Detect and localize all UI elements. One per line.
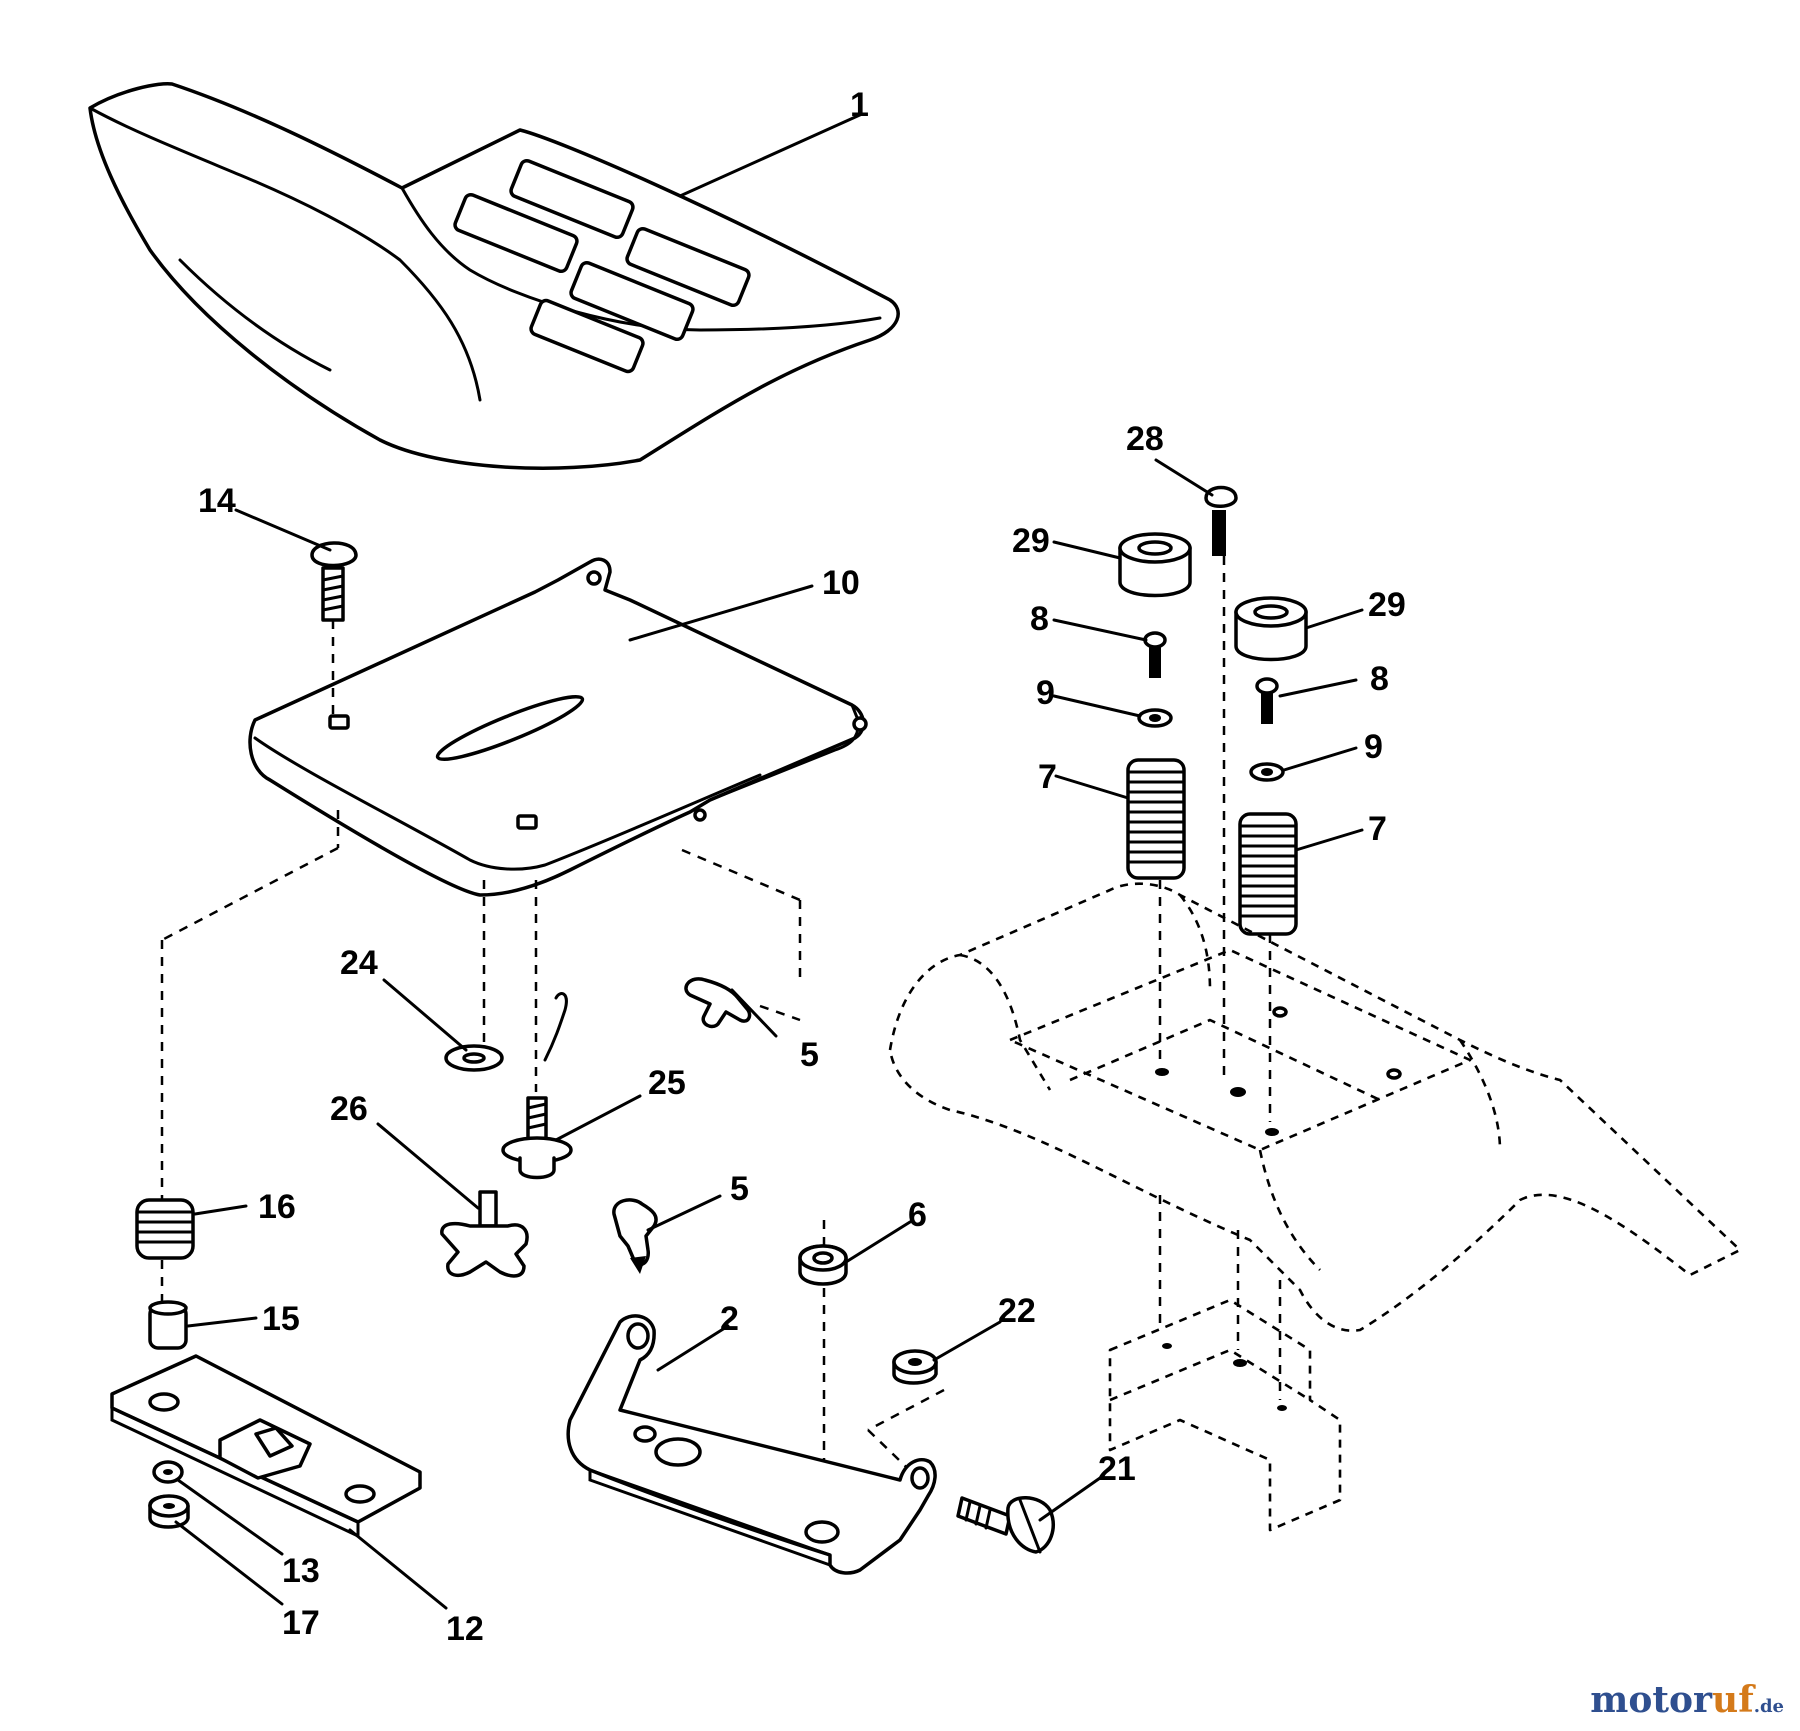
callout-29-right: 29 bbox=[1368, 586, 1406, 624]
callout-8-right: 8 bbox=[1370, 660, 1389, 698]
callout-7-left: 7 bbox=[1038, 758, 1057, 796]
clip-part-5-upper bbox=[684, 977, 801, 1029]
callout-5-lower: 5 bbox=[730, 1170, 749, 1208]
bolt-part-21 bbox=[956, 1496, 1055, 1554]
clip-part-5-lower bbox=[612, 1198, 658, 1274]
callout-6: 6 bbox=[908, 1196, 927, 1234]
shoulder-bolt-part-28 bbox=[1204, 485, 1238, 556]
callout-12: 12 bbox=[446, 1610, 484, 1648]
callout-29-left: 29 bbox=[1012, 522, 1050, 560]
callout-5-upper: 5 bbox=[800, 1036, 819, 1074]
callout-14: 14 bbox=[198, 482, 236, 520]
callout-22: 22 bbox=[998, 1292, 1036, 1330]
nut-part-17 bbox=[148, 1494, 190, 1529]
washer-part-24 bbox=[444, 1044, 504, 1072]
leader-lines bbox=[174, 112, 1364, 1610]
spacer-part-29-right bbox=[1234, 596, 1308, 662]
callout-26: 26 bbox=[330, 1090, 368, 1128]
shoulder-bolt-part-25 bbox=[501, 992, 573, 1180]
callout-25: 25 bbox=[648, 1064, 686, 1102]
callout-28: 28 bbox=[1126, 420, 1164, 458]
watermark-part-b: uf bbox=[1712, 1679, 1754, 1721]
callout-8-left: 8 bbox=[1030, 600, 1049, 638]
callout-9-left: 9 bbox=[1036, 674, 1055, 712]
knob-part-26 bbox=[440, 1190, 529, 1278]
callout-1: 1 bbox=[850, 86, 869, 124]
callout-17: 17 bbox=[282, 1604, 320, 1642]
callout-16: 16 bbox=[258, 1188, 296, 1226]
spring-part-7-left bbox=[1126, 758, 1186, 880]
seat-bracket-part-2 bbox=[566, 1314, 937, 1575]
callout-15: 15 bbox=[262, 1300, 300, 1338]
callout-labels: 1 14 10 28 29 29 8 8 9 9 7 7 24 25 26 5 … bbox=[198, 86, 1406, 1648]
nut-part-22 bbox=[892, 1349, 938, 1385]
nut-part-6 bbox=[798, 1244, 848, 1286]
watermark-part-a: motor bbox=[1590, 1679, 1713, 1721]
seat-pan-part-10 bbox=[248, 557, 868, 897]
callout-2: 2 bbox=[720, 1300, 739, 1338]
callout-7-right: 7 bbox=[1368, 810, 1387, 848]
callout-9-right: 9 bbox=[1364, 728, 1383, 766]
carriage-bolt-part-14 bbox=[310, 541, 358, 622]
callout-10: 10 bbox=[822, 564, 860, 602]
bolt-part-8-right bbox=[1255, 677, 1279, 724]
tractor-frame-outline bbox=[888, 882, 1742, 1532]
bolt-part-8-left bbox=[1143, 631, 1167, 678]
seat-part-1 bbox=[88, 81, 900, 470]
callout-24: 24 bbox=[340, 944, 378, 982]
washer-part-9-left bbox=[1137, 708, 1173, 728]
spring-part-7-right bbox=[1238, 812, 1298, 936]
callout-21: 21 bbox=[1098, 1450, 1136, 1488]
washer-part-9-right bbox=[1249, 762, 1285, 782]
bushing-part-15 bbox=[148, 1300, 188, 1350]
spacer-part-29-left bbox=[1118, 532, 1192, 598]
watermark-logo: motoruf.de bbox=[1590, 1679, 1784, 1721]
callout-13: 13 bbox=[282, 1552, 320, 1590]
spring-part-16 bbox=[135, 1198, 195, 1260]
watermark-part-c: .de bbox=[1753, 1696, 1784, 1717]
nut-part-13 bbox=[152, 1460, 184, 1484]
